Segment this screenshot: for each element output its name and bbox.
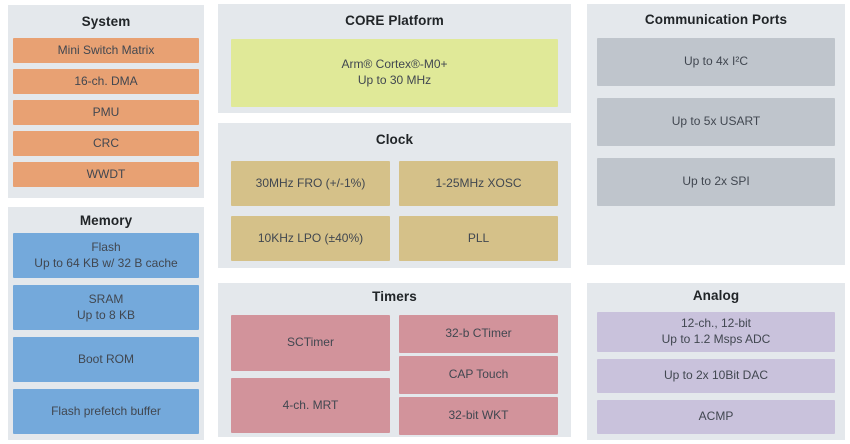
panel-title-communication-ports: Communication Ports [644,12,788,27]
block-ctimer: 32-b CTimer [399,315,558,353]
block-mini-switch-matrix: Mini Switch Matrix [13,38,199,63]
panel-system: System Mini Switch Matrix 16-ch. DMA PMU… [8,5,204,198]
block-wwdt: WWDT [13,162,199,187]
panel-memory: Memory Flash Up to 64 KB w/ 32 B cache S… [8,207,204,440]
block-sram: SRAM Up to 8 KB [13,285,199,330]
block-acmp: ACMP [597,400,835,434]
panel-title-memory: Memory [79,213,133,228]
panel-timers: Timers SCTimer 4-ch. MRT 32-b CTimer CAP… [218,283,571,437]
block-usart: Up to 5x USART [597,98,835,146]
block-16ch-dma: 16-ch. DMA [13,69,199,94]
block-boot-rom: Boot ROM [13,337,199,382]
block-fro: 30MHz FRO (+/-1%) [231,161,390,206]
panel-title-timers: Timers [372,289,417,304]
panel-title-core-platform: CORE Platform [345,13,444,28]
block-crc: CRC [13,131,199,156]
block-cortex-m0plus: Arm® Cortex®-M0+ Up to 30 MHz [231,39,558,107]
block-xosc: 1-25MHz XOSC [399,161,558,206]
block-i2c: Up to 4x I²C [597,38,835,86]
block-flash: Flash Up to 64 KB w/ 32 B cache [13,233,199,278]
panel-core-platform: CORE Platform Arm® Cortex®-M0+ Up to 30 … [218,4,571,113]
block-wkt: 32-bit WKT [399,397,558,435]
block-pmu: PMU [13,100,199,125]
panel-communication-ports: Communication Ports Up to 4x I²C Up to 5… [587,4,845,265]
block-sctimer: SCTimer [231,315,390,371]
block-flash-prefetch-buffer: Flash prefetch buffer [13,389,199,434]
block-dac: Up to 2x 10Bit DAC [597,359,835,393]
block-pll: PLL [399,216,558,261]
panel-title-clock: Clock [375,132,414,147]
block-adc: 12-ch., 12-bit Up to 1.2 Msps ADC [597,312,835,352]
panel-title-system: System [81,14,131,29]
block-lpo: 10KHz LPO (±40%) [231,216,390,261]
panel-analog: Analog 12-ch., 12-bit Up to 1.2 Msps ADC… [587,283,845,440]
panel-title-analog: Analog [692,288,740,303]
block-spi: Up to 2x SPI [597,158,835,206]
block-cap-touch: CAP Touch [399,356,558,394]
panel-clock: Clock 30MHz FRO (+/-1%) 1-25MHz XOSC 10K… [218,123,571,268]
block-mrt: 4-ch. MRT [231,378,390,433]
